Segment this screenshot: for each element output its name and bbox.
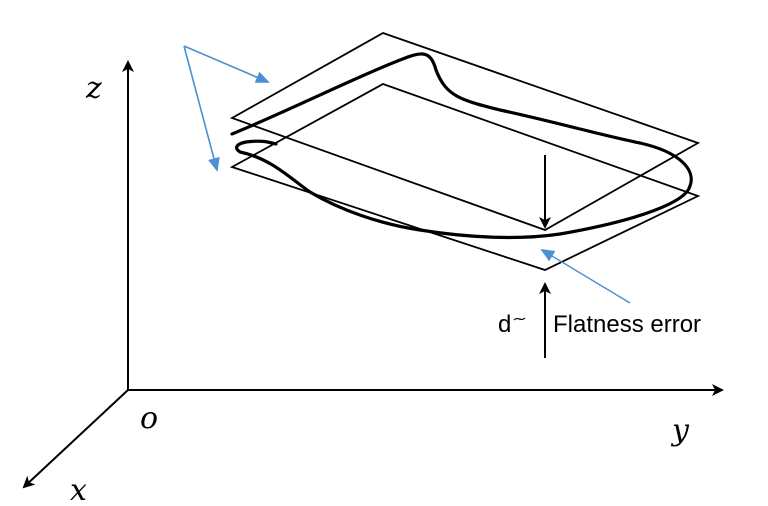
distance-label-mark	[513, 317, 526, 321]
lower-bounding-plane	[229, 83, 701, 271]
y-axis-label: y	[670, 413, 690, 448]
z-axis-label: z	[85, 71, 102, 106]
pointer-to-error-zone	[540, 248, 631, 304]
x-axis-label: x	[70, 473, 87, 506]
upper-bounding-plane	[229, 32, 701, 231]
measured-surface-outline	[230, 52, 693, 240]
pointer-to-upper-plane	[183, 45, 270, 83]
distance-label: d	[498, 311, 511, 338]
origin-label: o	[140, 401, 158, 436]
coordinate-axes	[22, 60, 724, 489]
flatness-error-label: Flatness error	[553, 311, 701, 338]
pointer-to-lower-plane	[183, 45, 220, 172]
x-axis	[22, 389, 129, 489]
